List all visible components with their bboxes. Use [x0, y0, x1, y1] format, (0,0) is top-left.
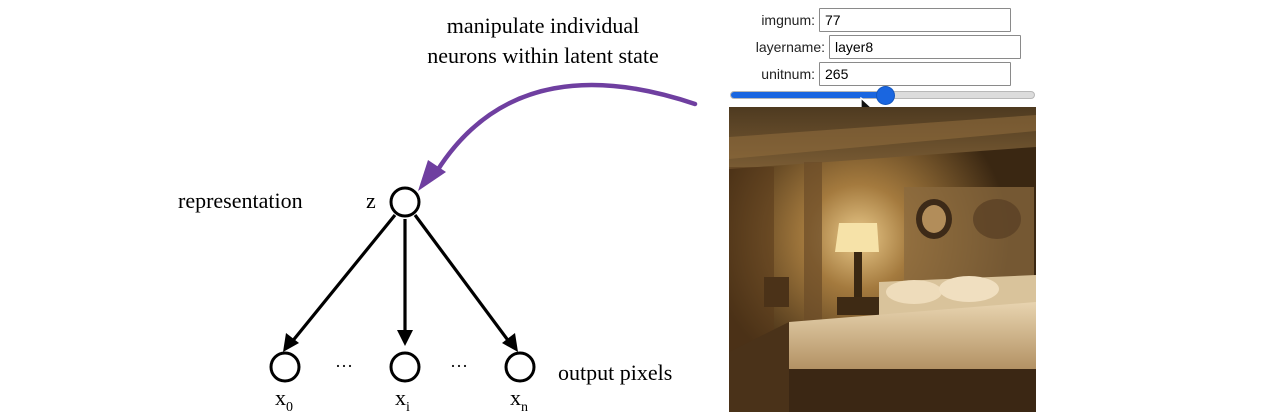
layername-label: layername:: [755, 39, 825, 55]
edge-z-xi-arrowhead: [397, 330, 413, 346]
manipulation-arrow: [434, 82, 698, 174]
latent-variable-diagram: representation z ··· ··· output pixels x…: [178, 13, 698, 415]
output-pixels-label: output pixels: [558, 360, 672, 385]
edge-z-x0-arrowhead: [283, 333, 299, 352]
output-node-xi: [389, 351, 421, 383]
unitnum-row: unitnum:: [735, 62, 1011, 86]
imgnum-label: imgnum:: [761, 12, 815, 28]
output-label-x0: x0: [275, 385, 293, 415]
imgnum-row: imgnum:: [735, 8, 1011, 32]
manipulation-arrowhead: [418, 160, 446, 191]
ellipsis-right: ···: [450, 356, 468, 376]
output-label-xn: xn: [510, 385, 528, 415]
representation-label: representation: [178, 188, 303, 213]
ellipsis-left: ···: [335, 356, 353, 376]
layername-row: layername:: [735, 35, 1021, 59]
imgnum-input[interactable]: [819, 8, 1011, 32]
unitnum-input[interactable]: [819, 62, 1011, 86]
unit-slider-thumb[interactable]: [877, 87, 894, 104]
unit-slider-fill: [731, 92, 887, 98]
output-label-xi: xi: [395, 385, 410, 415]
annotation-line-2: neurons within latent state: [427, 43, 659, 68]
output-node-x0: [269, 351, 301, 383]
latent-node-label: z: [366, 188, 376, 213]
latent-node-z: [389, 186, 421, 218]
generated-bedroom-image: [729, 107, 1036, 412]
edge-z-x0: [289, 213, 397, 345]
unitnum-label: unitnum:: [761, 66, 815, 82]
edge-z-xn: [413, 214, 512, 344]
annotation-line-1: manipulate individual: [447, 13, 639, 38]
layername-input[interactable]: [829, 35, 1021, 59]
edge-z-xn-arrowhead: [502, 333, 518, 352]
output-node-xn: [504, 351, 536, 383]
